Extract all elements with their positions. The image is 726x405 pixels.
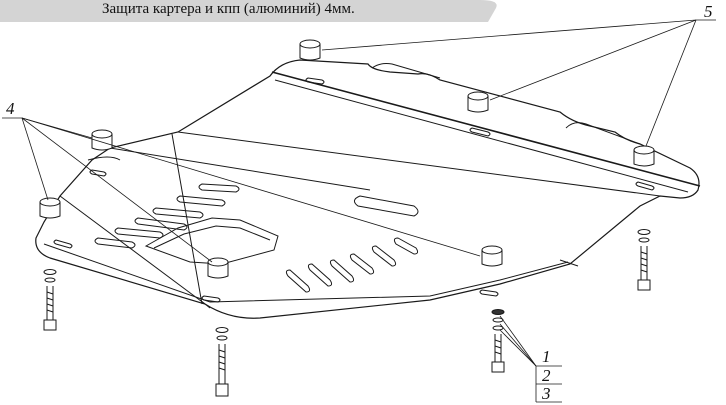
bushing-top-left — [299, 39, 321, 61]
bushing-left-front — [39, 197, 61, 219]
callout-2: 2 — [542, 366, 551, 385]
bushing-right-front — [481, 245, 503, 267]
skid-plate — [35, 59, 701, 319]
center-slot — [354, 195, 419, 217]
leader-lines — [2, 19, 716, 403]
vent-slots-right — [285, 237, 419, 293]
bushing-right — [633, 145, 655, 167]
drawing-title: Защита картера и кпп (алюминий) 4мм. — [102, 1, 355, 17]
mount-slots — [53, 77, 655, 303]
bolts — [43, 229, 651, 397]
bolt-center — [215, 327, 229, 397]
bolt-left — [43, 269, 57, 331]
bushing-top-mid — [467, 91, 489, 113]
callout-1: 1 — [542, 347, 551, 366]
spacer-bushings — [39, 39, 655, 279]
inspection-hatch — [144, 217, 279, 265]
bolt-right — [637, 229, 651, 291]
bushing-center-front — [207, 257, 229, 279]
title-banner-shape — [0, 0, 497, 22]
callout-3: 3 — [541, 384, 551, 403]
bolt-front-right — [491, 309, 505, 373]
callout-4: 4 — [6, 99, 15, 118]
callout-5: 5 — [704, 2, 713, 21]
title-banner: Защита картера и кпп (алюминий) 4мм. — [0, 0, 726, 22]
